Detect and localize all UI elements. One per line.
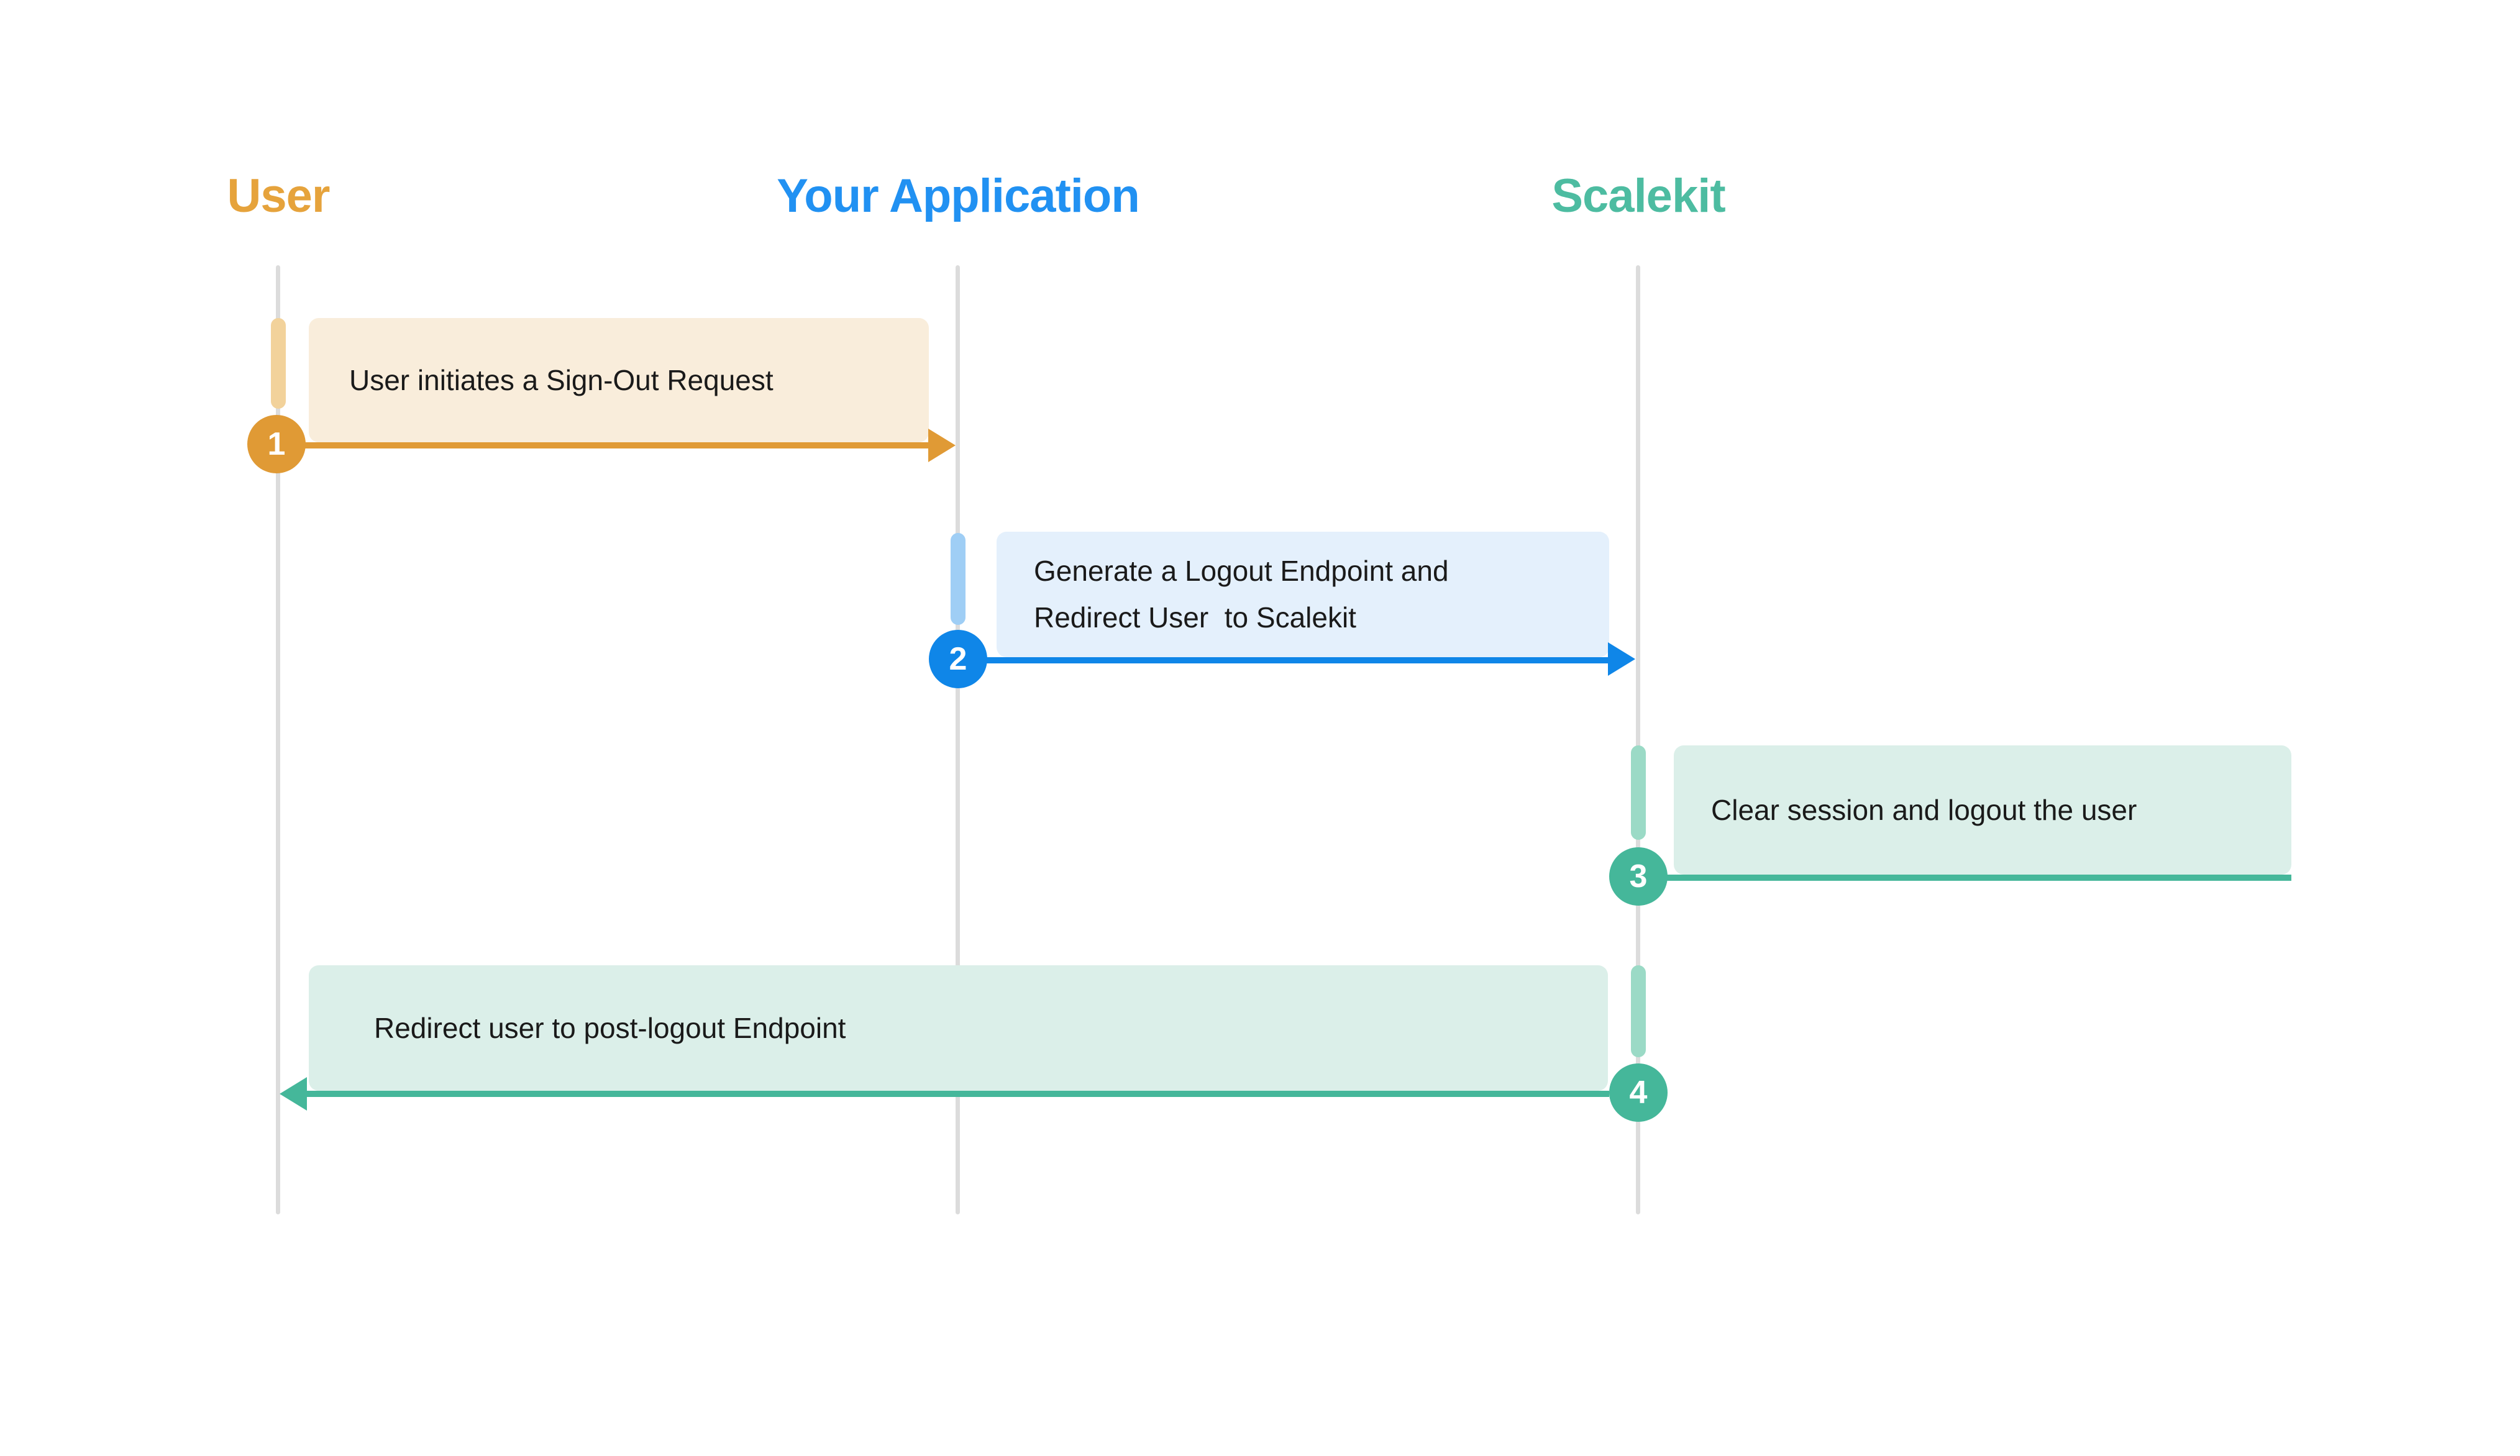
step-2-message-box: Generate a Logout Endpoint and Redirect … [997,532,1609,657]
step-2-message-text-line-2: Redirect User to Scalekit [1034,601,1356,634]
step-4-arrow-left-icon [280,1077,307,1111]
step-3-underline [1666,875,2291,881]
step-2-arrow-line [986,657,1608,663]
actor-label-scalekit: Scalekit [1551,170,1725,222]
step-1-arrow-line [304,442,928,448]
step-2-badge: 2 [929,630,987,688]
lifeline-scalekit [1636,265,1640,1214]
step-3-activation-bar [1631,745,1646,840]
step-1-arrow-right-icon [928,429,956,462]
step-1-activation-bar [271,318,286,409]
lifeline-user [276,265,280,1214]
actor-label-user: User [227,170,331,222]
step-3-message-box: Clear session and logout the user [1674,745,2291,875]
step-2-activation-bar [951,533,966,625]
step-4-arrow-line [307,1091,1609,1097]
step-1-badge: 1 [247,415,306,473]
step-3-badge: 3 [1609,847,1668,906]
step-2-arrow-right-icon [1608,642,1635,676]
step-2-message-text-line-1: Generate a Logout Endpoint and [1034,555,1449,588]
lifeline-your-application [956,265,960,1214]
step-4-activation-bar [1631,965,1646,1057]
step-4-badge: 4 [1609,1063,1668,1122]
step-3-message-text: Clear session and logout the user [1711,793,2137,826]
actor-label-your-application: Your Application [777,170,1140,222]
step-1-message-text: User initiates a Sign-Out Request [349,363,774,396]
step-1-message-box: User initiates a Sign-Out Request [309,318,929,442]
step-4-message-text: Redirect user to post-logout Endpoint [374,1011,846,1044]
step-4-message-box: Redirect user to post-logout Endpoint [309,965,1608,1091]
